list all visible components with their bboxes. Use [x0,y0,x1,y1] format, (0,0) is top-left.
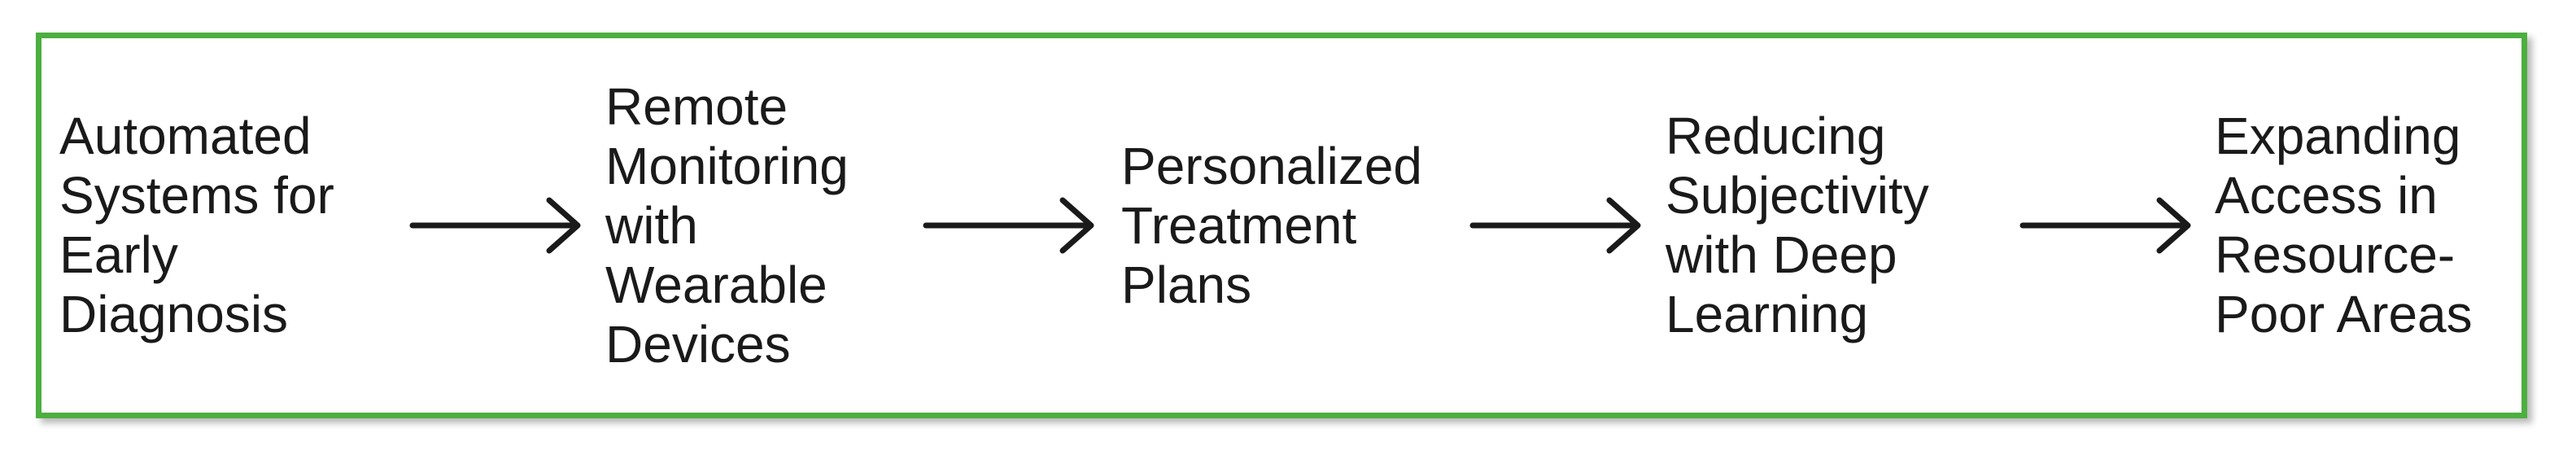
step-text-line: Wearable [605,255,827,314]
arrow-right-icon [923,197,1094,254]
step-text-line: Early [59,225,178,284]
arrow-right-icon [1469,197,1641,254]
arrow-right-icon [2019,197,2191,254]
step-text-line: Diagnosis [59,285,289,343]
step-text-line: Devices [605,314,791,374]
step-text-line: Learning [1666,285,1869,343]
step-text-line: Automated [59,107,312,165]
step-remote-monitoring: Remote Monitoring with Wearable Devices [605,38,849,413]
step-expanding-access: Expanding Access in Resource- Poor Areas [2215,38,2473,413]
arrow-right-icon [923,190,1098,260]
flow-diagram-frame: Automated Systems for Early Diagnosis Re… [36,33,2527,418]
arrow-right-icon [409,197,581,254]
step-text-line: Systems for [59,166,334,225]
step-text-line: Access in [2215,166,2438,225]
step-text-line: Reducing [1666,107,1886,165]
step-text-line: Treatment [1121,195,1357,255]
step-text-line: Subjectivity [1666,166,1929,225]
arrow-right-icon [2019,190,2194,260]
step-text-line: Poor Areas [2215,285,2473,343]
step-text-line: Plans [1121,255,1252,314]
step-text-line: Remote [605,76,788,136]
step-automated-systems: Automated Systems for Early Diagnosis [59,38,334,413]
arrow-right-icon [1469,190,1644,260]
step-text-line: with Deep [1666,225,1897,284]
step-text-line: Resource- [2215,225,2456,284]
step-text-line: Monitoring [605,136,849,195]
arrow-right-icon [409,190,584,260]
step-reducing-subjectivity: Reducing Subjectivity with Deep Learning [1666,38,1929,413]
step-text-line: with [605,195,698,255]
step-text-line: Personalized [1121,136,1422,195]
step-personalized-treatment: Personalized Treatment Plans [1121,38,1422,413]
step-text-line: Expanding [2215,107,2461,165]
